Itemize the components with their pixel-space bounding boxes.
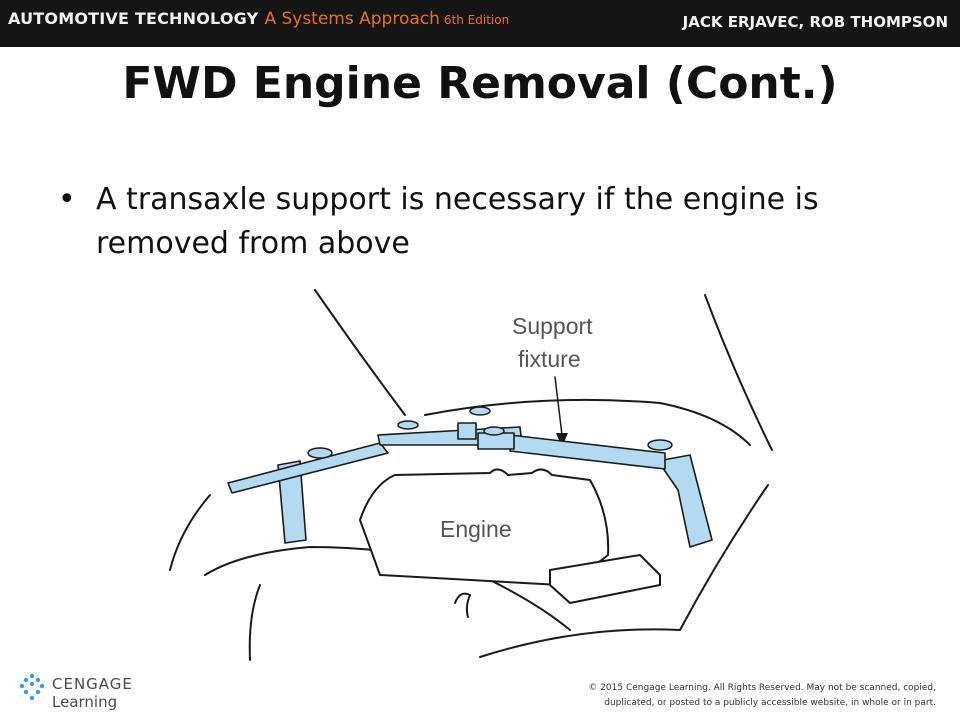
fixture-knob <box>483 426 505 436</box>
bumper-line <box>248 584 261 661</box>
fixture-left-bar <box>227 442 389 494</box>
copyright-notice: © 2015 Cengage Learning. All Rights Rese… <box>496 681 936 711</box>
hood-line-right <box>704 294 773 451</box>
fixture-knob <box>397 420 419 430</box>
bay-rear-edge <box>424 398 751 446</box>
engine-support-illustration: Support fixture Engine <box>169 289 773 661</box>
fixture-right-leg <box>657 454 713 548</box>
logo-text-learning: Learning <box>52 693 118 711</box>
hood-line-left <box>314 289 406 416</box>
label-engine: Engine <box>440 516 512 542</box>
leader-line <box>554 376 563 436</box>
fender-right <box>679 484 769 631</box>
leader-arrowhead <box>556 433 568 447</box>
fender-left <box>169 494 211 571</box>
radiator-support <box>479 628 681 658</box>
fixture-knob <box>647 439 673 451</box>
copyright-line-1: © 2015 Cengage Learning. All Rights Rese… <box>588 683 936 693</box>
battery-box <box>549 554 661 604</box>
fixture-knob <box>307 447 333 459</box>
fixture-right-beam <box>509 434 666 470</box>
book-edition: 6th Edition <box>443 13 510 27</box>
copyright-line-2: duplicated, or posted to a publicly acce… <box>604 698 936 708</box>
bullet-item: • A transaxle support is necessary if th… <box>58 178 898 266</box>
fixture-knobs <box>307 406 673 459</box>
book-authors: JACK ERJAVEC, ROB THOMPSON <box>682 13 948 31</box>
hose-line <box>454 592 471 618</box>
logo-text-cengage: CENGAGE <box>52 675 133 693</box>
fixture-knob <box>469 406 491 416</box>
book-subtitle: A Systems Approach <box>264 9 440 29</box>
label-fixture: fixture <box>518 346 581 372</box>
slide-title: FWD Engine Removal (Cont.) <box>122 58 838 109</box>
book-title: AUTOMOTIVE TECHNOLOGY <box>8 9 259 28</box>
bullet-text: A transaxle support is necessary if the … <box>96 182 819 261</box>
bullet-dot: • <box>58 182 76 217</box>
support-fixture <box>227 422 713 548</box>
label-support: Support <box>512 313 593 339</box>
cengage-logo-icon <box>19 673 45 701</box>
cengage-logo: CENGAGE Learning <box>18 673 132 711</box>
fixture-left-leg <box>277 460 307 544</box>
fixture-bracket-1 <box>457 422 477 440</box>
